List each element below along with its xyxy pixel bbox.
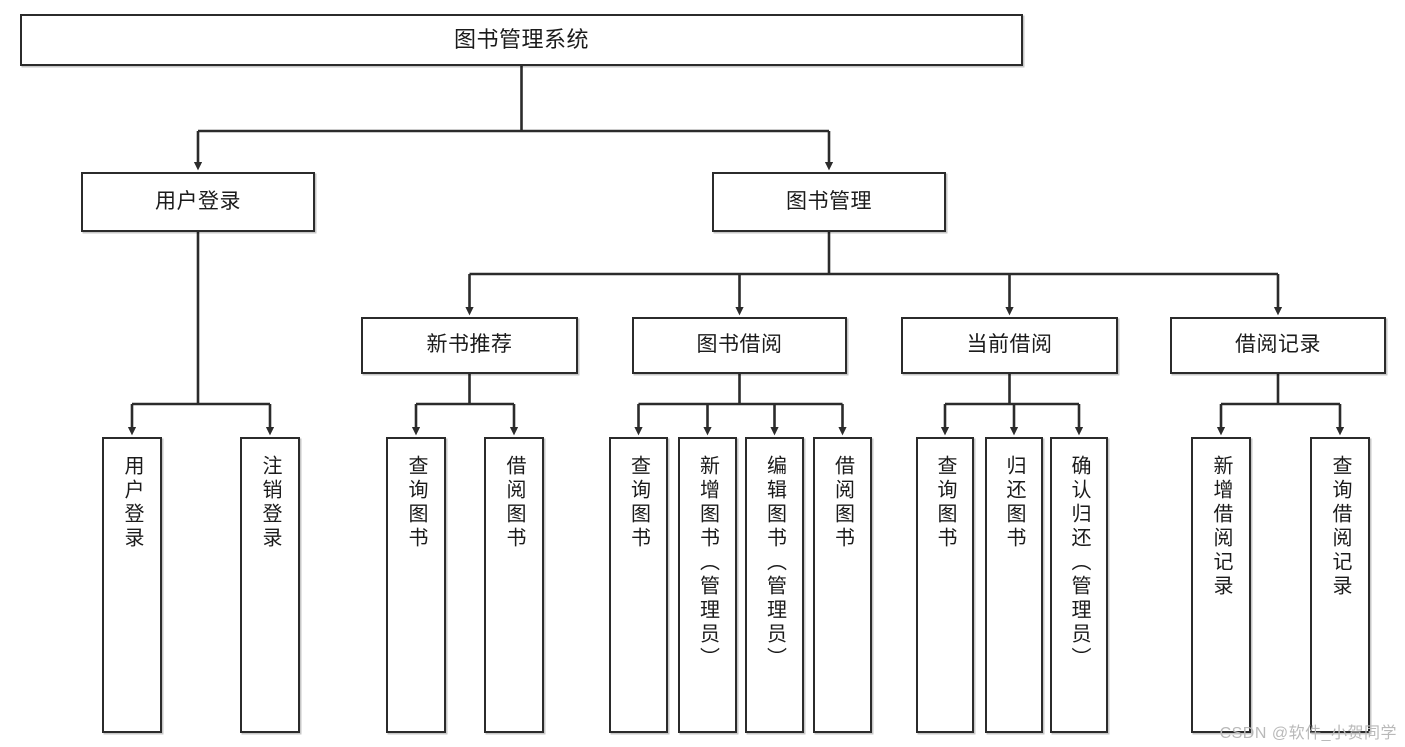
node-label: 借阅图书 [831,455,854,551]
node-label: 查询图书 [405,455,427,551]
node-leaf-confirm[interactable]: 确认归还（管理员） [1050,437,1108,733]
node-label: 新增借阅记录 [1210,455,1232,599]
node-label: 用户登录 [155,189,241,213]
node-current-borrow[interactable]: 当前借阅 [901,317,1118,374]
node-label: 新书推荐 [426,333,513,357]
node-borrow-record[interactable]: 借阅记录 [1170,317,1386,374]
node-leaf-add-rec[interactable]: 新增借阅记录 [1191,437,1251,733]
node-label: 归还图书 [1003,455,1025,551]
node-label: 图书管理 [786,189,872,213]
node-label: 查询借阅记录 [1329,455,1351,599]
node-book-borrow[interactable]: 图书借阅 [632,317,847,374]
node-label: 当前借阅 [966,333,1053,357]
node-label: 借阅记录 [1235,333,1321,357]
watermark-text: CSDN @软件_小贺同学 [1219,725,1397,742]
node-leaf-return[interactable]: 归还图书 [985,437,1043,733]
node-label: 确认归还（管理员） [1068,455,1090,671]
node-label: 图书借阅 [696,333,783,357]
node-label: 图书管理系统 [453,27,589,53]
node-leaf-edit-book[interactable]: 编辑图书（管理员） [745,437,804,733]
node-label: 查询图书 [627,455,650,551]
node-leaf-query-2[interactable]: 查询图书 [609,437,668,733]
node-new-book-rec[interactable]: 新书推荐 [361,317,578,374]
node-label: 查询图书 [934,455,956,551]
node-book-manage[interactable]: 图书管理 [712,172,946,232]
node-label: 借阅图书 [503,455,525,551]
node-leaf-user-login[interactable]: 用户登录 [102,437,162,733]
node-label: 注销登录 [259,455,281,551]
node-label: 新增图书（管理员） [696,455,719,671]
node-user-login[interactable]: 用户登录 [81,172,315,232]
node-leaf-logout[interactable]: 注销登录 [240,437,300,733]
node-leaf-borrow-2[interactable]: 借阅图书 [813,437,872,733]
node-root[interactable]: 图书管理系统 [20,14,1023,66]
node-leaf-borrow-1[interactable]: 借阅图书 [484,437,544,733]
node-leaf-query-rec[interactable]: 查询借阅记录 [1310,437,1370,733]
node-leaf-query-1[interactable]: 查询图书 [386,437,446,733]
node-label: 编辑图书（管理员） [763,455,786,671]
node-leaf-query-3[interactable]: 查询图书 [916,437,974,733]
node-label: 用户登录 [121,455,143,551]
node-leaf-add-book[interactable]: 新增图书（管理员） [678,437,737,733]
